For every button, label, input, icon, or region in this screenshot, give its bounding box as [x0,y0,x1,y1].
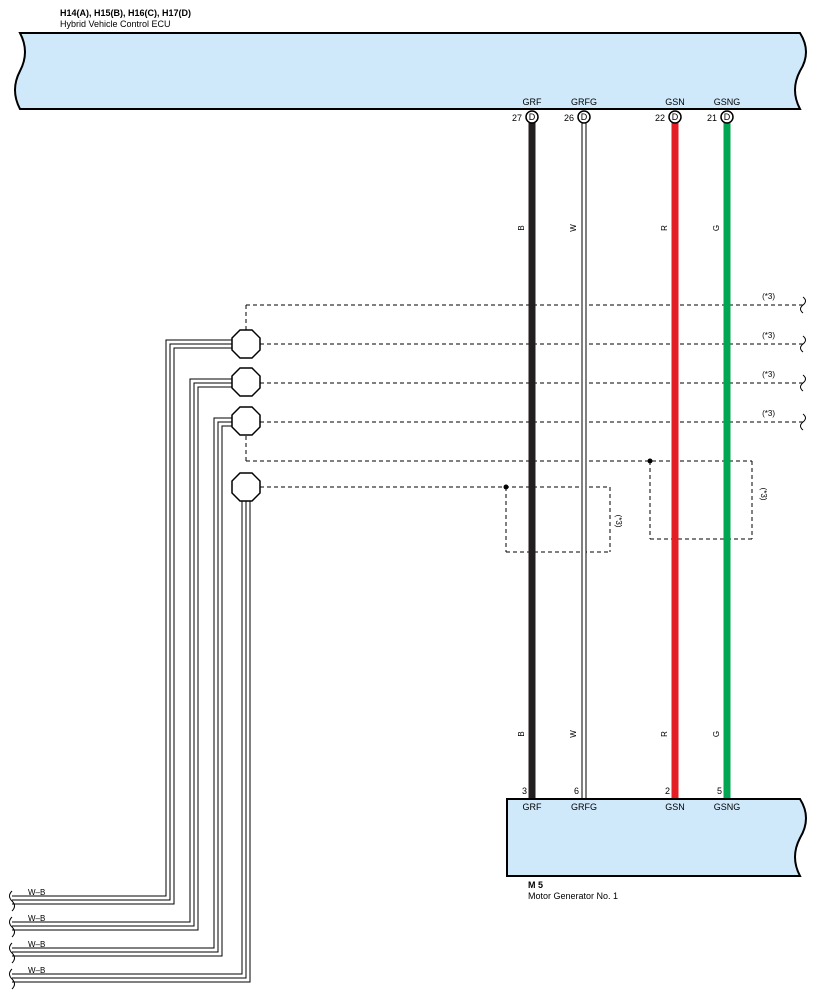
ecu-signal-grfg: GRFG [571,97,597,107]
left-break-marks [9,890,15,990]
wire-color-label: W [569,224,578,232]
ecu-box [14,32,807,110]
shield-note: (*3) [762,409,775,418]
wire-color-label: G [712,731,721,737]
wire-color-label: B [517,225,526,230]
octagon-terminal-icon [231,329,261,359]
ecu-signal-grf: GRF [523,97,543,107]
ground-wire-label: W–B [28,940,45,949]
ecu-pin-number: 21 [707,113,717,123]
octagon-terminal-icon [231,406,261,436]
wire-color-label: R [660,731,669,737]
motor-signal-grf: GRF [523,802,543,812]
motor-pin-number: 2 [665,786,670,796]
ecu-name-label: Hybrid Vehicle Control ECU [60,19,171,29]
ecu-pin-conn: D [724,112,731,122]
break-marks [800,296,806,431]
ecu-connectors-label: H14(A), H15(B), H16(C), H17(D) [60,8,191,18]
motor-pin-number: 3 [522,786,527,796]
motor-signal-gsn: GSN [665,802,685,812]
ecu-signal-gsng: GSNG [714,97,741,107]
motor-signal-gsng: GSNG [714,802,741,812]
motor-pin-number: 6 [574,786,579,796]
octagon-terminal-icon [231,367,261,397]
wire-color-label: B [517,731,526,736]
wire-color-label: W [569,730,578,738]
motor-code-label: M 5 [528,880,543,890]
motor-generator-box [506,798,807,877]
ecu-pin-terminals [525,110,734,124]
ground-wires [12,339,251,983]
motor-signal-grfg: GRFG [571,802,597,812]
ground-wire-label: W–B [28,966,45,975]
shield-note: (*3) [762,331,775,340]
ground-wire-label: W–B [28,914,45,923]
shield-note: (*3) [614,515,623,528]
ecu-pin-number: 26 [564,113,574,123]
shield-note: (*3) [762,370,775,379]
motor-name-label: Motor Generator No. 1 [528,891,618,901]
splice-dot [647,458,653,464]
splice-dot [503,484,509,490]
wire-color-label: R [660,225,669,231]
shield-note: (*3) [759,488,768,501]
ecu-signal-gsn: GSN [665,97,685,107]
ecu-pin-conn: D [581,112,588,122]
shield-note: (*3) [762,292,775,301]
shield-lines [245,304,805,553]
shield-terminals [231,329,261,502]
ecu-pin-number: 22 [655,113,665,123]
ecu-pin-conn: D [529,112,536,122]
ecu-pin-number: 27 [512,113,522,123]
ground-wire-label: W–B [28,888,45,897]
octagon-terminal-icon [231,472,261,502]
wire-color-label: G [712,225,721,231]
motor-pin-number: 5 [717,786,722,796]
ecu-pin-conn: D [672,112,679,122]
